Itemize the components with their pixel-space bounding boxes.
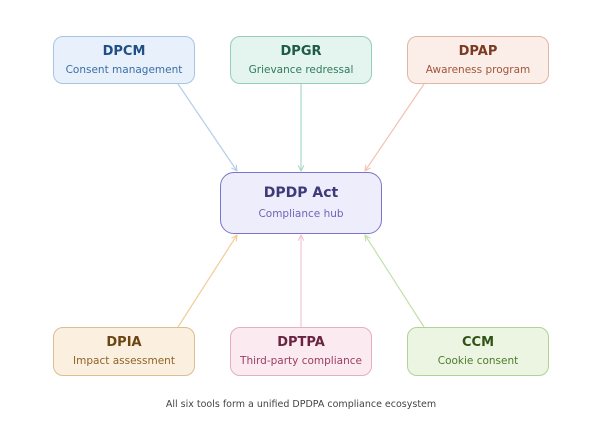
node-title: DPCM <box>102 43 146 59</box>
node-dpap: DPAP Awareness program <box>407 36 549 84</box>
edge-dpcm-to-hub <box>177 83 237 171</box>
diagram-caption: All six tools form a unified DPDPA compl… <box>165 399 437 410</box>
node-title: DPTPA <box>277 335 325 350</box>
node-dpcm: DPCM Consent management <box>53 36 195 84</box>
hub-subtitle: Compliance hub <box>258 208 344 220</box>
node-dpia: DPIA Impact assessment <box>53 327 195 376</box>
node-subtitle: Awareness program <box>425 63 531 76</box>
node-subtitle: Impact assessment <box>73 355 175 367</box>
node-title: CCM <box>461 335 495 350</box>
edge-dpap-to-hub <box>365 83 425 171</box>
node-subtitle: Consent management <box>65 63 183 76</box>
node-subtitle: Cookie consent <box>437 355 519 367</box>
node-ccm: CCM Cookie consent <box>407 327 549 376</box>
node-dpgr: DPGR Grievance redressal <box>230 36 372 84</box>
node-subtitle: Third-party compliance <box>240 355 362 367</box>
node-title: DPGR <box>280 43 322 59</box>
node-title: DPIA <box>106 335 142 350</box>
node-dptpa: DPTPA Third-party compliance <box>230 327 372 376</box>
edge-dpia-to-hub <box>177 235 237 328</box>
node-title: DPAP <box>458 43 498 59</box>
hub-title: DPDP Act <box>263 185 339 201</box>
edge-ccm-to-hub <box>365 235 425 328</box>
node-subtitle: Grievance redressal <box>248 63 354 76</box>
node-hub-dpdp-act: DPDP Act Compliance hub <box>220 172 382 234</box>
